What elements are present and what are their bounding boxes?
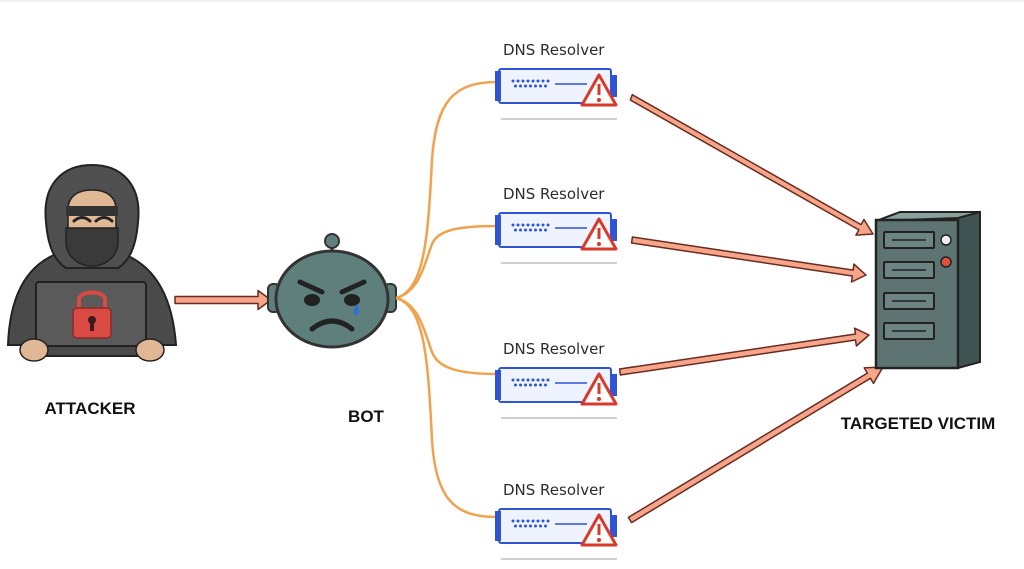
bot-figure: BOT [267, 233, 397, 426]
dns-resolver-4: DNS Resolver [495, 481, 618, 560]
resolver-4-to-victim-arrow [627, 366, 884, 524]
connector-resolver-4 [395, 296, 498, 519]
server-tower-icon [874, 210, 981, 370]
padlock-icon [72, 290, 112, 339]
victim-figure: TARGETED VICTIM [841, 210, 996, 433]
attacker-label: ATTACKER [45, 399, 136, 418]
amplified-traffic-arrows [618, 93, 884, 524]
dns-resolver-label: DNS Resolver [503, 185, 605, 203]
warning-icon [580, 73, 618, 107]
connector-resolver-2 [395, 224, 498, 300]
dns-resolver-label: DNS Resolver [503, 340, 605, 358]
resolver-3-to-victim-arrow [618, 327, 870, 376]
attacker-to-bot-arrow [174, 289, 272, 311]
bot-to-resolver-connectors [395, 80, 498, 519]
resolver-2-to-victim-arrow [630, 236, 867, 283]
dns-resolver-3: DNS Resolver [495, 340, 618, 419]
dns-resolver-1: DNS Resolver [495, 41, 618, 120]
bot-label: BOT [348, 407, 385, 426]
victim-label: TARGETED VICTIM [841, 414, 996, 433]
connector-resolver-3 [395, 296, 498, 376]
dns-resolver-label: DNS Resolver [503, 41, 605, 59]
warning-icon [580, 372, 618, 406]
warning-icon [580, 217, 618, 251]
alert-light [940, 256, 952, 268]
hooded-hacker-icon [6, 163, 178, 362]
angry-robot-icon [267, 233, 397, 349]
power-light [940, 234, 952, 246]
warning-icon [580, 513, 618, 547]
attacker-figure: ATTACKER [6, 163, 178, 418]
resolver-1-to-victim-arrow [629, 93, 874, 236]
dns-resolver-2: DNS Resolver [495, 185, 618, 264]
dns-resolver-label: DNS Resolver [503, 481, 605, 499]
connector-resolver-1 [395, 80, 498, 300]
